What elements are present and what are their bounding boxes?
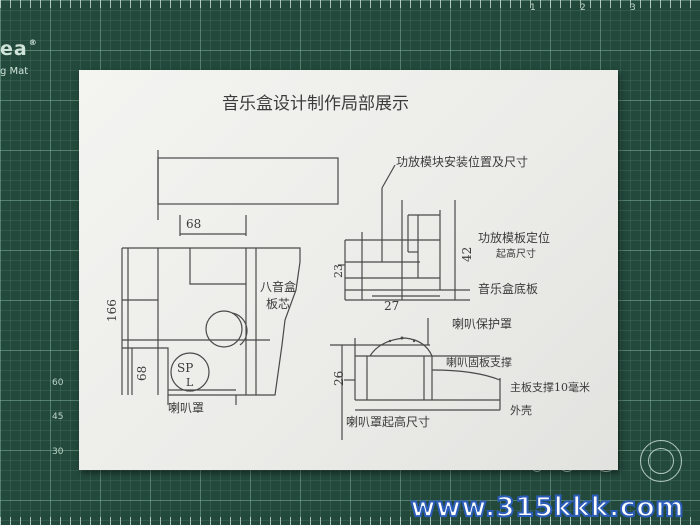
mat-number: 30 bbox=[52, 447, 64, 457]
speaker-cover-height-label: 喇叭罩起高尺寸 bbox=[346, 415, 431, 429]
lid-outline bbox=[157, 157, 339, 205]
mat-number: 2 bbox=[580, 3, 586, 13]
speaker-sublabel: L bbox=[186, 376, 194, 389]
speaker-label: SP bbox=[177, 361, 194, 375]
paper-sheet bbox=[79, 70, 618, 470]
main-bracket-label: 主板支撑10毫米 bbox=[510, 381, 590, 394]
dim-right-height: 42 bbox=[460, 246, 474, 262]
base-plate-label: 音乐盒底板 bbox=[478, 282, 539, 296]
mat-number: 1 bbox=[530, 3, 536, 13]
mat-subtitle: g Mat bbox=[0, 66, 29, 77]
speaker-cover-bottom-label: 喇叭罩 bbox=[168, 401, 205, 415]
drawing-title: 音乐盒设计制作局部展示 bbox=[222, 94, 409, 114]
speaker-bracket-label: 喇叭固板支撑 bbox=[446, 356, 512, 369]
mat-number: 60 bbox=[52, 378, 64, 388]
watermark: www.315kkk.com bbox=[409, 491, 684, 524]
dim-top-width: 68 bbox=[186, 217, 202, 231]
mat-number: 3 bbox=[630, 3, 636, 13]
mat-number: 45 bbox=[52, 412, 64, 422]
dim-height-total: 166 bbox=[105, 299, 119, 322]
dim-left-small: 23 bbox=[332, 264, 345, 278]
dim-bottom-height: 26 bbox=[332, 370, 346, 386]
amp-board-label-2: 起高尺寸 bbox=[496, 249, 536, 260]
music-board-label: 八音盒 bbox=[260, 280, 297, 294]
mat-ruler-bottom bbox=[0, 517, 700, 525]
mat-ruler-top bbox=[0, 0, 700, 8]
dim-height-bottom: 68 bbox=[135, 365, 149, 381]
music-board-label-2: 板芯 bbox=[266, 297, 291, 311]
speaker-cover-label: 喇叭保护罩 bbox=[452, 317, 513, 331]
main-bracket-label-2: 外壳 bbox=[510, 404, 532, 417]
amp-board-label: 功放模板定位 bbox=[478, 231, 551, 245]
mat-brand: ea® bbox=[0, 38, 38, 60]
cylinder-circle bbox=[205, 310, 243, 348]
amp-install-label: 功放模块安装位置及尺寸 bbox=[396, 155, 529, 169]
body-outline bbox=[122, 247, 301, 396]
speaker-circle bbox=[170, 352, 210, 392]
dim-base-width: 27 bbox=[384, 299, 400, 313]
